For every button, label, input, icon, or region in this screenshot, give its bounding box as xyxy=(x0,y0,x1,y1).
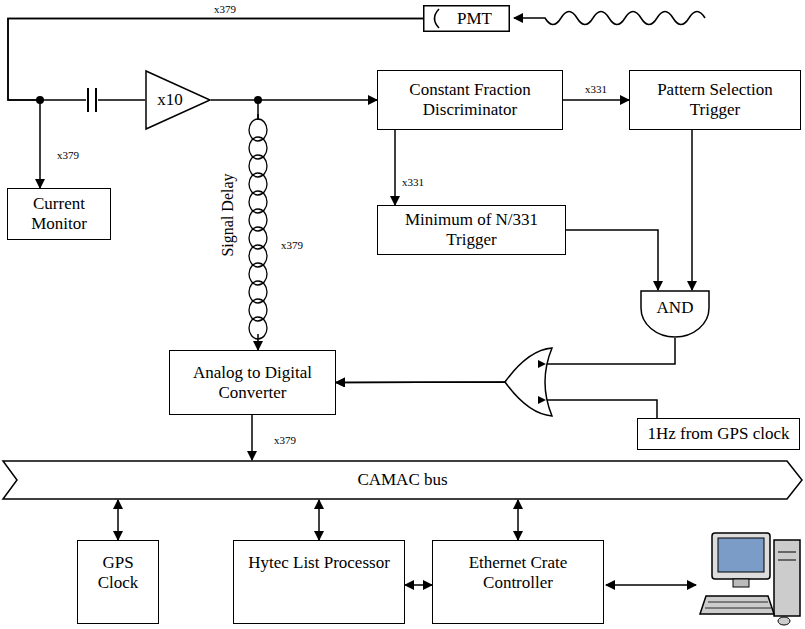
signal-connector xyxy=(566,230,658,290)
coil-loop xyxy=(249,209,267,231)
signal-connector xyxy=(563,99,629,101)
node-text: 1Hz from GPS clock xyxy=(647,424,789,444)
signal-connector xyxy=(517,500,519,540)
node-text: Constant Fraction Discriminator xyxy=(384,80,556,119)
amplifier-outline xyxy=(146,71,210,129)
or-gate xyxy=(505,348,552,416)
node-text: x10 xyxy=(157,90,183,110)
node-text: Analog to Digital Converter xyxy=(176,363,329,402)
component-label: Signal Delay xyxy=(219,171,237,258)
junction-dot xyxy=(254,96,262,104)
coil-loop xyxy=(249,119,267,141)
signal-connector xyxy=(8,19,423,189)
node-text: Pattern Selection Trigger xyxy=(636,80,794,119)
process-box: Constant Fraction Discriminator xyxy=(377,70,563,130)
process-box: Analog to Digital Converter xyxy=(169,350,336,415)
node-text: CAMAC bus xyxy=(357,470,447,490)
signal-connector xyxy=(336,338,675,383)
channel-count: x379 xyxy=(272,434,298,446)
node-text: Current Monitor xyxy=(14,194,104,233)
signal-connector xyxy=(405,584,432,586)
screen xyxy=(718,538,764,572)
signal-connector xyxy=(211,99,377,101)
arrow-head xyxy=(538,360,546,368)
pmt-box: PMT xyxy=(423,5,510,32)
coil-gap xyxy=(248,120,268,334)
channel-count: x331 xyxy=(400,176,426,188)
process-box: Pattern Selection Trigger xyxy=(629,70,801,130)
process-box: 1Hz from GPS clock xyxy=(637,418,800,450)
node-text: Minimum of N/331 Trigger xyxy=(384,210,559,249)
node-text: Hytec List Processor xyxy=(248,553,390,573)
process-box: Hytec List Processor xyxy=(233,540,405,624)
coil-loop xyxy=(249,191,267,213)
coil-loop xyxy=(249,227,267,249)
signal-connector xyxy=(691,130,693,290)
coil-loop xyxy=(249,245,267,267)
signal-connector xyxy=(117,500,119,540)
mouse xyxy=(778,617,790,625)
signal-connector xyxy=(394,130,396,205)
bus-outline xyxy=(3,461,802,499)
monitor xyxy=(712,533,770,579)
light-wave xyxy=(514,12,705,25)
monitor-stand xyxy=(733,579,749,587)
channel-count: x379 xyxy=(55,149,81,161)
keyboard xyxy=(700,596,774,614)
coil-loop xyxy=(249,281,267,303)
capacitor-plate xyxy=(95,88,97,112)
and-outline xyxy=(641,291,709,337)
coil-loop xyxy=(249,263,267,285)
and-gate: AND xyxy=(640,290,710,338)
drive-slot xyxy=(778,552,796,553)
key-row xyxy=(708,602,768,603)
process-box: GPS Clock xyxy=(77,540,159,624)
signal-connector xyxy=(251,415,253,460)
pmt-outline xyxy=(424,6,510,32)
process-box: Minimum of N/331 Trigger xyxy=(377,205,566,255)
bus-band: CAMAC bus xyxy=(2,460,803,500)
channel-count: x379 xyxy=(279,239,305,251)
amplifier-triangle: x10 xyxy=(145,70,211,130)
drive-slot xyxy=(778,560,796,561)
photocathode-symbol xyxy=(435,9,440,28)
junction-dot xyxy=(36,96,44,104)
capacitor-plate xyxy=(87,88,89,112)
signal-connector xyxy=(318,500,320,540)
channel-count: x331 xyxy=(583,83,609,95)
coil-loop xyxy=(249,299,267,321)
process-box: Ethernet Crate Controller xyxy=(432,540,604,624)
signal-connector xyxy=(336,382,657,418)
tower xyxy=(774,540,800,616)
node-text: AND xyxy=(657,298,694,318)
key-row xyxy=(705,608,771,609)
coil-loop xyxy=(249,137,267,159)
arrow-head xyxy=(538,396,546,404)
coil-loop xyxy=(249,173,267,195)
process-box: Current Monitor xyxy=(7,188,111,240)
channel-count: x379 xyxy=(212,3,238,15)
coil-loop xyxy=(249,155,267,177)
signal-connector xyxy=(8,19,423,101)
coil-loop xyxy=(249,317,267,339)
node-text: Ethernet Crate Controller xyxy=(439,553,597,592)
node-text: GPS Clock xyxy=(84,553,152,592)
node-text: PMT xyxy=(457,9,492,29)
delay-coil xyxy=(249,114,267,339)
coil-lead xyxy=(257,114,259,119)
network-link xyxy=(606,584,696,586)
computer-icon xyxy=(700,533,800,625)
